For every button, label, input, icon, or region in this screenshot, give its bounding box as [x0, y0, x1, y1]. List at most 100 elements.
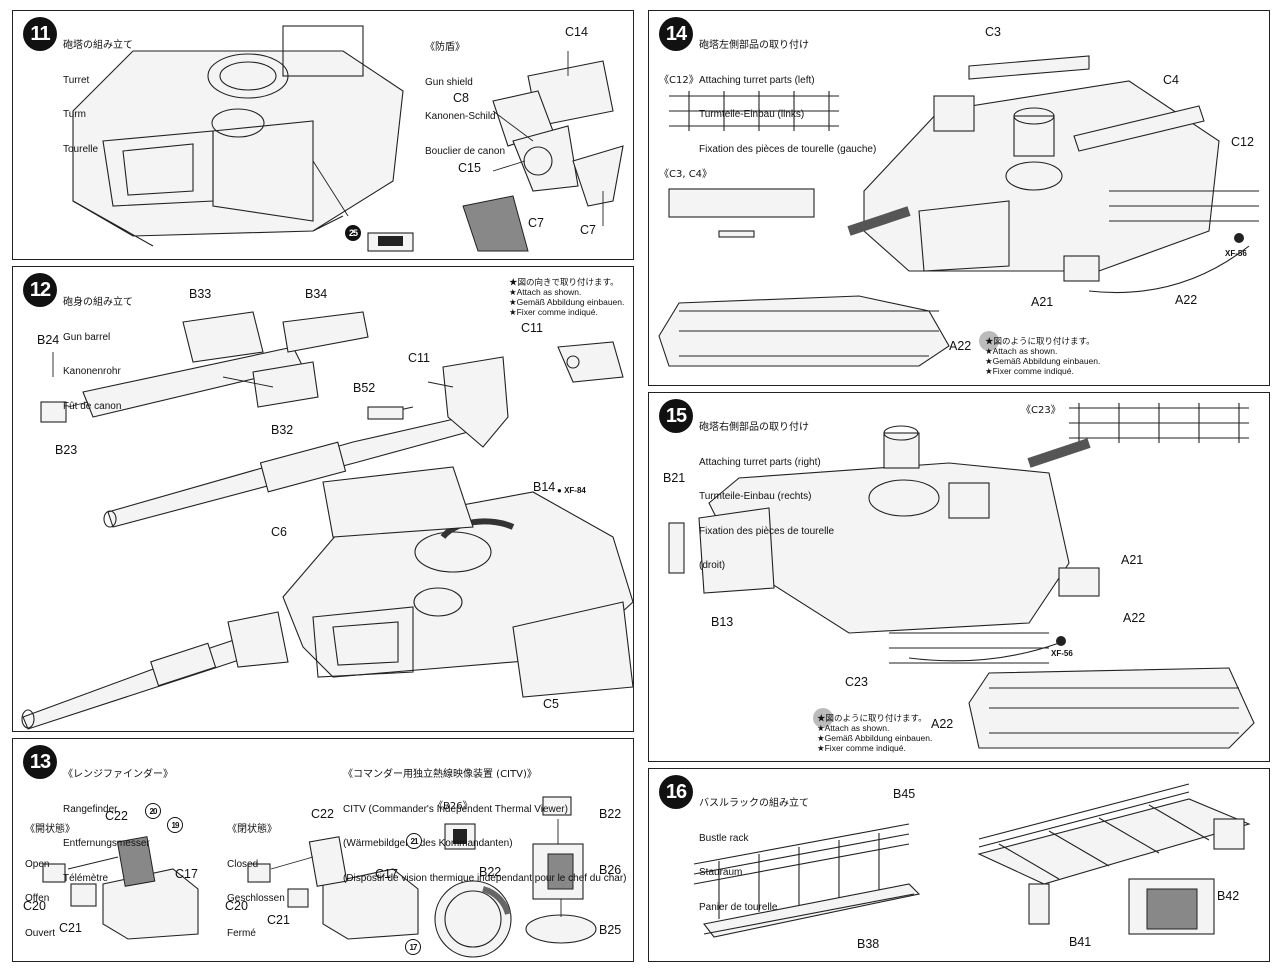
step-14-panel: 14 砲塔左側部品の取り付け Attaching turret parts (l… — [648, 10, 1270, 386]
title-jp: 砲塔左側部品の取り付け — [699, 40, 809, 51]
step-number: 12 — [23, 273, 57, 307]
step-title: 砲塔の組み立て Turret Turm Tourelle — [63, 17, 133, 178]
label-b42: B42 — [1217, 889, 1240, 903]
label-c23: C23 — [845, 675, 868, 689]
label-c21-closed: C21 — [267, 913, 290, 927]
label-b14: B14 — [533, 480, 556, 494]
closed-state-title: 《閉状態》 Closed Geschlossen Fermé — [227, 801, 285, 961]
closed-en: Closed — [227, 858, 259, 870]
title-en: Rangefinder — [63, 803, 118, 815]
title-fr: Fût de canon — [63, 400, 122, 412]
title-jp: 砲塔の組み立て — [63, 40, 133, 51]
title-en: Gun barrel — [63, 331, 111, 343]
label-c12: C12 — [1231, 135, 1254, 149]
label-c5: C5 — [543, 697, 559, 711]
label-b38: B38 — [857, 937, 880, 951]
label-b22-a: B22 — [599, 807, 622, 821]
paint-code: XF-56 — [1051, 649, 1073, 658]
step-13-panel: 13 《レンジファインダー》 Rangefinder Entfernungsme… — [12, 738, 634, 962]
title-de: Turmteile-Einbau (links) — [699, 109, 805, 120]
open-jp: 《開状態》 — [25, 824, 75, 835]
label-c4: C4 — [1163, 73, 1179, 87]
label-c11-a: C11 — [521, 321, 544, 335]
sub-c3c4-text: 《C3, C4》 — [659, 169, 713, 180]
label-a22-b: A22 — [949, 339, 972, 353]
label-c7-a: C7 — [528, 216, 544, 230]
title-de: Turmteile-Einbau (rechts) — [699, 491, 812, 502]
turret-illustration — [72, 25, 624, 252]
title-jp: 《レンジファインダー》 — [63, 769, 173, 780]
ref-step-badge-20: 20 — [145, 803, 161, 819]
ref-step-badge-21: 21 — [406, 833, 422, 849]
label-c20-closed: C20 — [225, 899, 248, 913]
open-en: Open — [25, 858, 50, 870]
attach-note: ★図の向きで取り付けます。 ★Attach as shown. ★Gemäß A… — [509, 277, 625, 317]
label-b45: B45 — [893, 787, 916, 801]
title-de: Stauraum — [699, 867, 743, 878]
open-de: Offen — [25, 893, 50, 904]
title-en: Attaching turret parts (right) — [699, 456, 821, 468]
gun-barrel-illustration — [21, 311, 633, 730]
title-de: Entfernungsmesser — [63, 838, 150, 849]
label-c21-open: C21 — [59, 921, 82, 935]
title-fr-2: (droit) — [699, 560, 726, 571]
open-fr: Ouvert — [25, 927, 56, 939]
label-b34: B34 — [305, 287, 328, 301]
gun-shield-title: 《防盾》 Gun shield Kanonen-Schild Bouclier … — [425, 19, 505, 180]
label-b26: B26 — [599, 863, 622, 877]
title-jp: 砲塔右側部品の取り付け — [699, 422, 809, 433]
step-number: 14 — [659, 17, 693, 51]
title-fr: Panier de tourelle — [699, 901, 778, 913]
step-title: 砲塔右側部品の取り付け Attaching turret parts (righ… — [699, 399, 834, 595]
label-c8: C8 — [453, 91, 469, 105]
step-number: 13 — [23, 745, 57, 779]
title-en: Bustle rack — [699, 832, 749, 844]
paint-code-text: XF-56 — [1225, 249, 1247, 258]
paint-dot-icon: ● — [557, 486, 565, 495]
ref-step-badge-17: 17 — [405, 939, 421, 955]
title-en: Turret — [63, 74, 90, 86]
title-jp: 砲身の組み立て — [63, 297, 133, 308]
title-fr: Télémètre — [63, 872, 109, 884]
citv-de: (Wärmebildgerät des Kommandanten) — [343, 838, 513, 849]
closed-jp: 《閉状態》 — [227, 824, 277, 835]
step-title: バスルラックの組み立て Bustle rack Stauraum Panier … — [699, 775, 809, 936]
attach-note: ★図のように取り付けます。 ★Attach as shown. ★Gemäß A… — [985, 336, 1101, 376]
label-a22-a: A22 — [1123, 611, 1146, 625]
label-b32: B32 — [271, 423, 294, 437]
attach-note: ★図のように取り付けます。 ★Attach as shown. ★Gemäß A… — [817, 713, 933, 753]
label-c7-b: C7 — [580, 223, 596, 237]
label-a21: A21 — [1031, 295, 1054, 309]
paint-code-text: XF-84 — [564, 486, 586, 495]
label-b21: B21 — [663, 471, 686, 485]
paint-code: XF-56 — [1225, 249, 1247, 258]
citv-fr: (Dispostif de vision thermique indépenda… — [343, 872, 627, 884]
label-c14: C14 — [565, 25, 588, 39]
title-jp: バスルラックの組み立て — [699, 798, 809, 809]
step-title: 砲塔左側部品の取り付け Attaching turret parts (left… — [699, 17, 876, 178]
step-12-panel: 12 砲身の組み立て Gun barrel Kanonenrohr Fût de… — [12, 266, 634, 732]
label-c22-closed: C22 — [311, 807, 334, 821]
label-b24: B24 — [37, 333, 60, 347]
step-number: 15 — [659, 399, 693, 433]
ref-step-badge-19: 19 — [167, 817, 183, 833]
title-fr: Tourelle — [63, 143, 99, 155]
title-de: Turm — [63, 109, 86, 120]
b26-subtitle: 《B26》 — [433, 801, 473, 813]
title-fr: Fixation des pièces de tourelle — [699, 525, 835, 537]
label-c3: C3 — [985, 25, 1001, 39]
bustle-rack-illustration — [693, 783, 1251, 938]
label-c6: C6 — [271, 525, 287, 539]
shield-de: Kanonen-Schild — [425, 111, 496, 122]
label-c15: C15 — [458, 161, 481, 175]
label-c17-closed: C17 — [375, 867, 398, 881]
step-title: 砲身の組み立て Gun barrel Kanonenrohr Fût de ca… — [63, 274, 133, 435]
sub-c23: 《C23》 — [1021, 405, 1061, 417]
label-b23: B23 — [55, 443, 78, 457]
label-a21: A21 — [1121, 553, 1144, 567]
step-number: 16 — [659, 775, 693, 809]
step-11-panel: 11 砲塔の組み立て Turret Turm Tourelle 《防盾》 Gun… — [12, 10, 634, 260]
closed-de: Geschlossen — [227, 893, 285, 904]
title-en: Attaching turret parts (left) — [699, 74, 815, 86]
label-c22-open: C22 — [105, 809, 128, 823]
